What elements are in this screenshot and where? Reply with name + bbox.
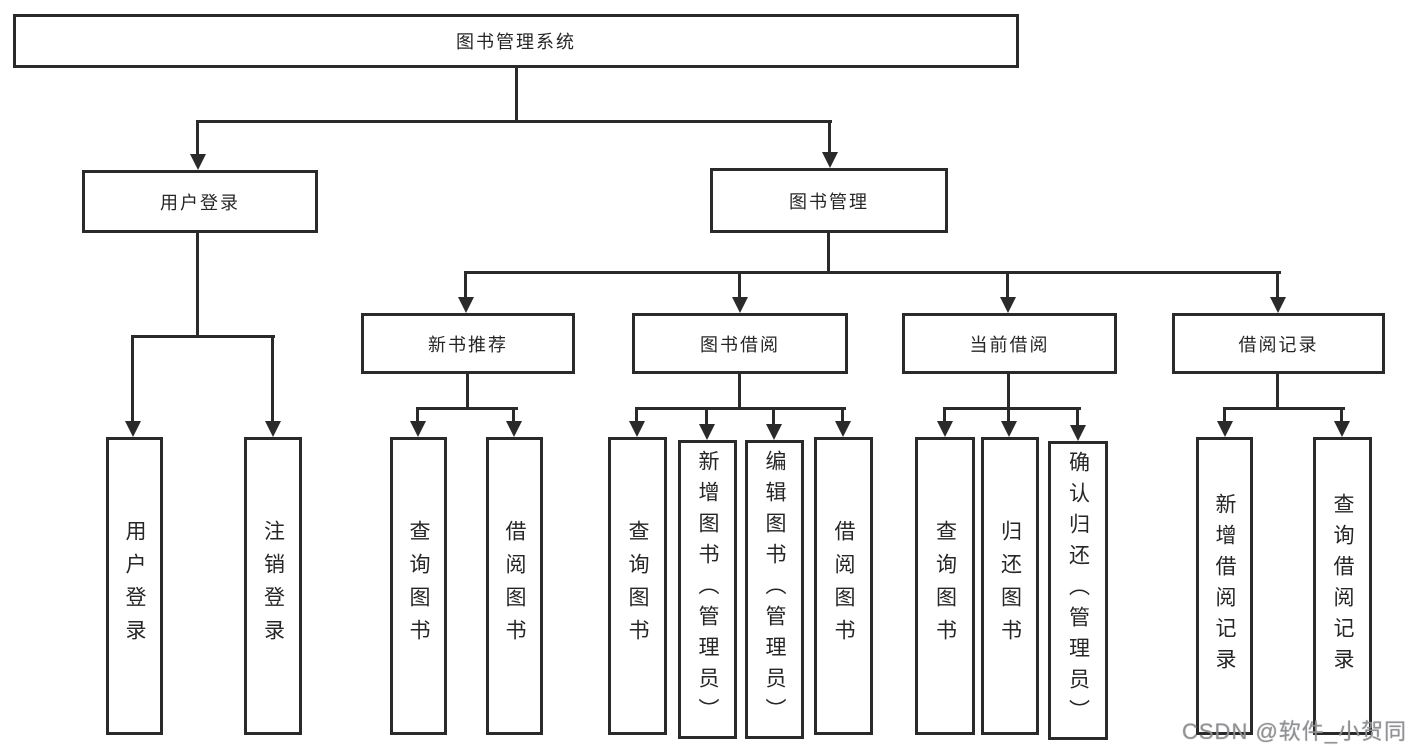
arrowhead-down-icon [410,421,426,437]
arrowhead-down-icon [937,421,953,437]
leaf-confirm-return-admin-label: 确认归还（管理员） [1066,451,1090,730]
arrowhead-down-icon [190,154,206,170]
arrowhead-down-icon [1270,297,1286,313]
arrowhead-down-icon [1070,425,1086,441]
connector-line [705,407,708,426]
connector-line [416,407,419,423]
connector-line [1006,271,1009,299]
leaf-edit-book-admin: 编辑图书（管理员） [745,440,804,739]
connector-line [466,374,469,410]
connector-line [131,335,134,423]
root-node: 图书管理系统 [13,14,1019,68]
node-borrow-records: 借阅记录 [1172,313,1385,374]
connector-line [464,271,1281,274]
node-new-book-recommend: 新书推荐 [361,313,575,374]
root-node-label: 图书管理系统 [456,32,576,52]
leaf-query-books-recommend-label: 查询图书 [407,520,430,652]
node-book-management: 图书管理 [710,168,948,233]
arrowhead-down-icon [699,424,715,440]
connector-line [515,68,518,120]
leaf-add-borrow-record: 新增借阅记录 [1196,437,1253,735]
leaf-add-borrow-record-label: 新增借阅记录 [1213,493,1236,679]
node-current-borrow-label: 当前借阅 [969,334,1050,355]
connector-line [1276,271,1279,299]
connector-line [1007,407,1010,423]
arrowhead-down-icon [1000,297,1016,313]
leaf-query-borrow-record-label: 查询借阅记录 [1331,493,1354,679]
leaf-confirm-return-admin: 确认归还（管理员） [1048,441,1108,740]
node-user-login-label: 用户登录 [160,192,240,213]
arrowhead-down-icon [1334,421,1350,437]
node-user-login: 用户登录 [82,170,318,233]
leaf-query-books-borrow-label: 查询图书 [626,520,649,652]
leaf-return-book: 归还图书 [981,437,1039,735]
leaf-query-books-current: 查询图书 [915,437,975,735]
arrowhead-down-icon [265,421,281,437]
connector-line [943,407,946,423]
connector-line [464,271,467,299]
leaf-return-book-label: 归还图书 [998,520,1022,652]
arrowhead-down-icon [822,152,838,168]
connector-line [416,407,518,410]
connector-line [635,407,638,423]
leaf-add-book-admin: 新增图书（管理员） [678,440,737,739]
connector-line [196,233,199,335]
arrowhead-down-icon [506,421,522,437]
connector-line [196,120,199,156]
connector-line [131,335,275,338]
leaf-logout-label: 注销登录 [261,520,285,652]
arrowhead-down-icon [125,421,141,437]
arrowhead-down-icon [766,424,782,440]
connector-line [738,271,741,299]
connector-line [1076,407,1079,427]
connector-line [1007,374,1010,410]
connector-line [1276,374,1279,410]
leaf-borrow-books-label: 借阅图书 [832,520,855,652]
leaf-edit-book-admin-label: 编辑图书（管理员） [763,450,786,729]
leaf-user-login: 用户登录 [106,437,163,735]
node-book-borrow: 图书借阅 [632,313,848,374]
arrowhead-down-icon [835,421,851,437]
arrowhead-down-icon [732,297,748,313]
connector-line [828,120,831,154]
arrowhead-down-icon [629,421,645,437]
connector-line [1340,407,1343,423]
connector-line [512,407,515,423]
connector-line [827,233,830,273]
connector-line [772,407,775,426]
leaf-query-borrow-record: 查询借阅记录 [1313,437,1372,735]
arrowhead-down-icon [458,297,474,313]
connector-line [196,120,832,123]
leaf-borrow-books-recommend: 借阅图书 [486,437,543,735]
connector-line [635,407,846,410]
connector-line [1223,407,1226,423]
node-book-management-label: 图书管理 [789,191,869,212]
leaf-user-login-label: 用户登录 [123,520,146,652]
node-book-borrow-label: 图书借阅 [700,334,780,355]
arrowhead-down-icon [1217,421,1233,437]
node-borrow-records-label: 借阅记录 [1238,334,1319,355]
leaf-borrow-books-recommend-label: 借阅图书 [503,520,526,652]
leaf-query-books-recommend: 查询图书 [390,437,447,735]
leaf-query-books-current-label: 查询图书 [933,520,957,652]
connector-line [271,335,274,423]
node-current-borrow: 当前借阅 [902,313,1117,374]
leaf-logout: 注销登录 [244,437,302,735]
csdn-watermark: CSDN @软件_小贺同学 [1182,719,1405,744]
connector-line [738,374,741,410]
connector-line [1223,407,1345,410]
node-new-book-recommend-label: 新书推荐 [428,334,508,355]
connector-line [841,407,844,423]
leaf-query-books-borrow: 查询图书 [608,437,667,735]
leaf-borrow-books: 借阅图书 [814,437,873,735]
connector-line [943,407,1081,410]
arrowhead-down-icon [1001,421,1017,437]
leaf-add-book-admin-label: 新增图书（管理员） [696,450,719,729]
